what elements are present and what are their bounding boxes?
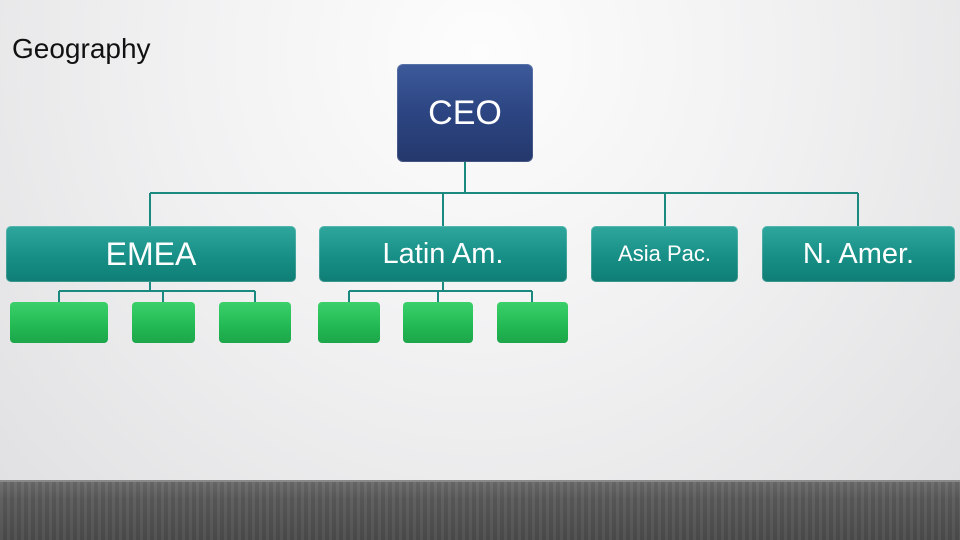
org-node-ceo: CEO bbox=[397, 64, 533, 162]
org-node-emea: EMEA bbox=[6, 226, 296, 282]
org-node-latin-am-child-1 bbox=[318, 302, 380, 343]
slide-title: Geography bbox=[12, 33, 151, 64]
org-node-asia-pac: Asia Pac. bbox=[591, 226, 738, 282]
org-node-emea-child-2 bbox=[132, 302, 195, 343]
floor-edge bbox=[0, 480, 960, 483]
floor-background bbox=[0, 482, 960, 540]
org-node-latin-am-child-2 bbox=[403, 302, 473, 343]
org-node-latin-am: Latin Am. bbox=[319, 226, 567, 282]
org-node-emea-child-3 bbox=[219, 302, 291, 343]
org-node-n-amer: N. Amer. bbox=[762, 226, 955, 282]
org-node-emea-child-1 bbox=[10, 302, 108, 343]
org-node-latin-am-child-3 bbox=[497, 302, 568, 343]
